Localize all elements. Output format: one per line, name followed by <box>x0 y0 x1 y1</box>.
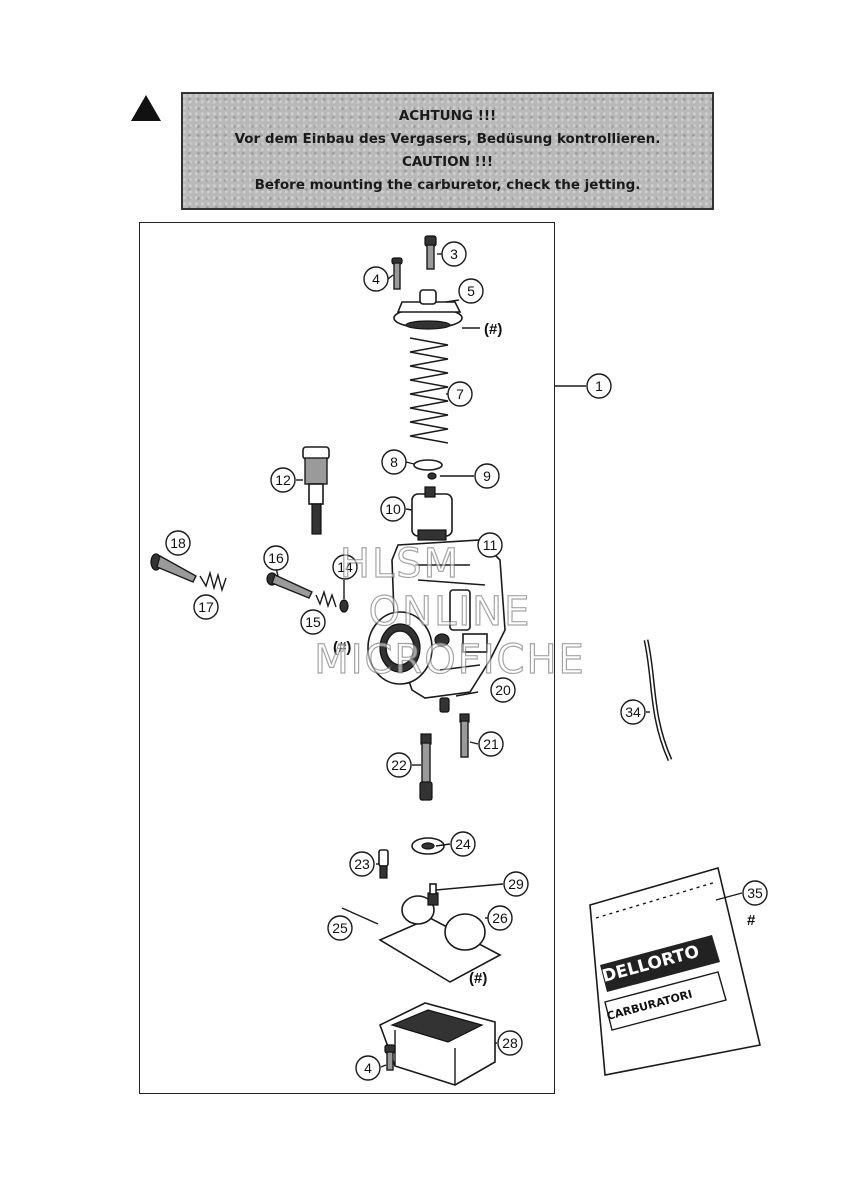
hash-mark-top: (#) <box>484 321 502 338</box>
part-washer-24 <box>411 837 445 855</box>
callout-10-label: 10 <box>385 501 401 517</box>
callout-26-label: 26 <box>492 910 508 926</box>
callout-28: 28 <box>497 1030 523 1056</box>
callout-20: 20 <box>490 677 516 703</box>
callout-24: 24 <box>450 831 476 857</box>
callout-21: 21 <box>478 731 504 757</box>
callout-21-label: 21 <box>483 736 499 752</box>
callout-1: 1 <box>586 373 612 399</box>
callout-22: 22 <box>386 752 412 778</box>
callout-3-label: 3 <box>450 246 458 262</box>
callout-29: 29 <box>503 871 529 897</box>
callout-26: 26 <box>487 905 513 931</box>
hash-mark-float: (#) <box>469 970 487 987</box>
part-ring-8 <box>413 459 443 471</box>
part-screw-16 <box>266 572 313 599</box>
part-kit-bag-35 <box>589 866 761 1076</box>
part-needle-jet-21 <box>459 713 470 758</box>
part-float-26 <box>378 883 502 983</box>
callout-11-label: 11 <box>483 537 498 553</box>
part-slide-10 <box>411 486 453 541</box>
callout-29-label: 29 <box>508 876 524 892</box>
callout-23: 23 <box>349 851 375 877</box>
part-spring-17 <box>199 570 227 593</box>
part-screw-4-top <box>391 257 403 290</box>
callout-35-label: 35 <box>747 885 763 901</box>
callouts: 1 3 4 5 7 8 9 10 11 12 14 15 16 17 18 20… <box>165 241 768 1081</box>
warning-line-4: Before mounting the carburetor, check th… <box>254 177 641 193</box>
part-spring-15 <box>315 589 337 609</box>
part-float-bowl-28 <box>379 1002 496 1086</box>
part-screw-3 <box>424 235 437 270</box>
callout-24-label: 24 <box>455 836 471 852</box>
warning-line-3: CAUTION !!! <box>401 154 494 170</box>
part-oring-14 <box>339 599 349 613</box>
callout-16: 16 <box>263 545 289 571</box>
callout-5: 5 <box>458 278 484 304</box>
callout-12-label: 12 <box>275 472 291 488</box>
callout-9: 9 <box>474 463 500 489</box>
callout-10: 10 <box>380 496 406 522</box>
warning-box: ACHTUNG !!! Vor dem Einbau des Vergasers… <box>181 92 714 210</box>
callout-14: 14 <box>332 554 358 580</box>
callout-18: 18 <box>165 530 191 556</box>
part-clip-9 <box>427 472 437 480</box>
callout-8-label: 8 <box>390 454 398 470</box>
callout-17-label: 17 <box>198 599 214 615</box>
callout-15-label: 15 <box>305 614 321 630</box>
callout-23-label: 23 <box>354 856 370 872</box>
callout-20-label: 20 <box>495 682 511 698</box>
callout-22-label: 22 <box>391 757 407 773</box>
part-choke-12 <box>302 446 330 535</box>
part-jet-23 <box>378 849 389 879</box>
callout-7: 7 <box>447 381 473 407</box>
part-spring-7 <box>409 337 449 444</box>
callout-8: 8 <box>381 449 407 475</box>
callout-16-label: 16 <box>268 550 284 566</box>
callout-35: 35 <box>742 880 768 906</box>
hash-mark-middle: (#) <box>333 639 351 656</box>
callout-34-label: 34 <box>625 704 641 720</box>
callout-12: 12 <box>270 467 296 493</box>
callout-4-top: 4 <box>363 266 389 292</box>
warning-triangle-icon <box>131 95 161 121</box>
hash-mark-kit: # <box>747 912 756 929</box>
warning-line-2: Vor dem Einbau des Vergasers, Bedüsung k… <box>234 131 661 147</box>
warning-line-1: ACHTUNG !!! <box>398 108 497 124</box>
callout-5-label: 5 <box>467 283 475 299</box>
callout-11: 11 <box>477 532 503 558</box>
callout-4-bottom-label: 4 <box>364 1060 372 1076</box>
part-screw-18 <box>150 553 197 583</box>
callout-25: 25 <box>327 915 353 941</box>
callout-3: 3 <box>441 241 467 267</box>
callout-9-label: 9 <box>483 468 491 484</box>
callout-28-label: 28 <box>502 1035 518 1051</box>
callout-34: 34 <box>620 699 646 725</box>
callout-4-bottom: 4 <box>355 1055 381 1081</box>
part-jet-holder-22 <box>419 733 433 801</box>
callout-7-label: 7 <box>456 386 464 402</box>
callout-4-top-label: 4 <box>372 271 380 287</box>
callout-17: 17 <box>193 594 219 620</box>
part-screw-4-bottom <box>384 1044 396 1071</box>
part-jet-20 <box>439 697 450 713</box>
leader-lines <box>275 253 743 1068</box>
carburetor-body <box>367 539 506 699</box>
part-pin-25 <box>341 907 379 925</box>
callout-1-label: 1 <box>595 378 603 394</box>
part-cover-5 <box>393 289 463 330</box>
callout-25-label: 25 <box>332 920 348 936</box>
callout-18-label: 18 <box>170 535 186 551</box>
assembly-frame <box>139 222 555 1094</box>
callout-15: 15 <box>300 609 326 635</box>
callout-14-label: 14 <box>337 559 353 575</box>
